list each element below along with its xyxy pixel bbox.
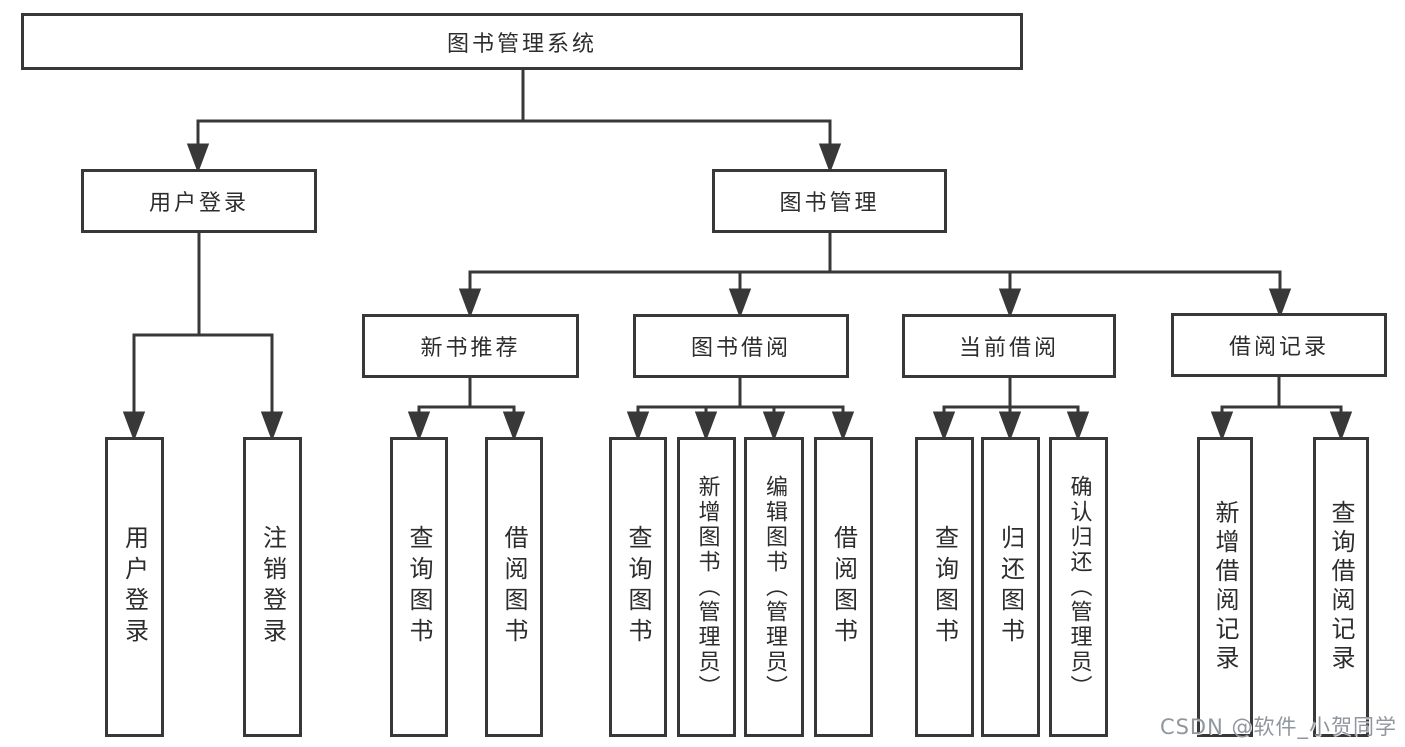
arrowhead xyxy=(932,411,956,442)
node-label: 用户登录 xyxy=(120,525,149,649)
arrowhead xyxy=(260,411,284,442)
node-label: 图书管理系统 xyxy=(446,31,597,57)
node-label: 当前借阅 xyxy=(958,336,1059,361)
connector-book-borrowing-to-leaves xyxy=(626,378,855,442)
node-book-borrowing: 图书借阅 xyxy=(633,314,849,378)
leaf-return-books: 归还图书 xyxy=(981,437,1040,737)
node-label: 借阅记录 xyxy=(1228,335,1329,360)
leaf-edit-books-admin: 编辑图书（管理员） xyxy=(744,437,804,737)
node-current-borrowing: 当前借阅 xyxy=(902,314,1116,378)
leaf-user-login: 用户登录 xyxy=(105,437,164,737)
arrowhead xyxy=(502,411,526,442)
leaf-query-books-2: 查询图书 xyxy=(609,437,667,737)
connector-current-borrowing-to-leaves xyxy=(932,378,1090,442)
arrowhead xyxy=(1210,411,1234,442)
node-label: 编辑图书（管理员） xyxy=(762,474,787,700)
arrowhead xyxy=(998,411,1022,442)
node-label: 查询图书 xyxy=(930,525,959,649)
node-label: 查询图书 xyxy=(624,525,652,649)
node-label: 借阅图书 xyxy=(500,525,528,649)
node-user-login: 用户登录 xyxy=(81,169,317,233)
arrowhead xyxy=(186,143,210,174)
node-label: 注销登录 xyxy=(258,525,287,649)
node-book-management: 图书管理 xyxy=(712,169,947,233)
leaf-query-borrow-record: 查询借阅记录 xyxy=(1313,437,1369,737)
node-label: 查询图书 xyxy=(405,525,433,649)
connector-root-to-level2 xyxy=(186,70,842,174)
connector-new-book-recommendation-to-leaves xyxy=(407,378,526,442)
arrowhead xyxy=(728,288,752,319)
node-label: 新增图书（管理员） xyxy=(694,474,720,700)
node-label: 借阅图书 xyxy=(829,525,858,649)
leaf-confirm-return-admin: 确认归还（管理员） xyxy=(1049,437,1108,737)
leaf-borrow-books-2: 借阅图书 xyxy=(814,437,873,737)
leaf-logout: 注销登录 xyxy=(243,437,302,737)
csdn-watermark: CSDN @软件_小贺同学 xyxy=(1159,715,1397,739)
connector-user-login-to-leaves xyxy=(122,233,284,442)
arrowhead xyxy=(1268,288,1292,319)
node-label: 查询借阅记录 xyxy=(1327,500,1355,674)
arrowhead xyxy=(818,143,842,174)
leaf-add-books-admin: 新增图书（管理员） xyxy=(677,437,736,737)
arrowhead xyxy=(407,411,431,442)
node-library-management-system: 图书管理系统 xyxy=(21,13,1023,70)
arrowhead xyxy=(1329,411,1353,442)
node-borrowing-records: 借阅记录 xyxy=(1171,313,1387,377)
arrowhead xyxy=(1066,411,1090,442)
arrowhead xyxy=(458,288,482,319)
node-label: 图书借阅 xyxy=(690,336,791,361)
arrowhead xyxy=(694,411,718,442)
leaf-add-borrow-record: 新增借阅记录 xyxy=(1197,437,1253,737)
connector-borrowing-records-to-leaves xyxy=(1210,377,1353,442)
connector-book-management-to-level3 xyxy=(458,233,1292,319)
leaf-query-books-3: 查询图书 xyxy=(915,437,974,737)
node-label: 新增借阅记录 xyxy=(1211,500,1239,674)
node-label: 归还图书 xyxy=(996,525,1025,649)
node-label: 图书管理 xyxy=(779,191,880,216)
arrowhead xyxy=(122,411,146,442)
node-label: 用户登录 xyxy=(148,191,249,216)
arrowhead xyxy=(998,288,1022,319)
arrowhead xyxy=(831,411,855,442)
arrowhead xyxy=(626,411,650,442)
node-new-book-recommendation: 新书推荐 xyxy=(362,314,579,378)
arrowhead xyxy=(762,411,786,442)
node-label: 新书推荐 xyxy=(420,336,521,361)
node-label: 确认归还（管理员） xyxy=(1066,474,1092,700)
leaf-borrow-books-1: 借阅图书 xyxy=(485,437,543,737)
leaf-query-books-1: 查询图书 xyxy=(390,437,448,737)
